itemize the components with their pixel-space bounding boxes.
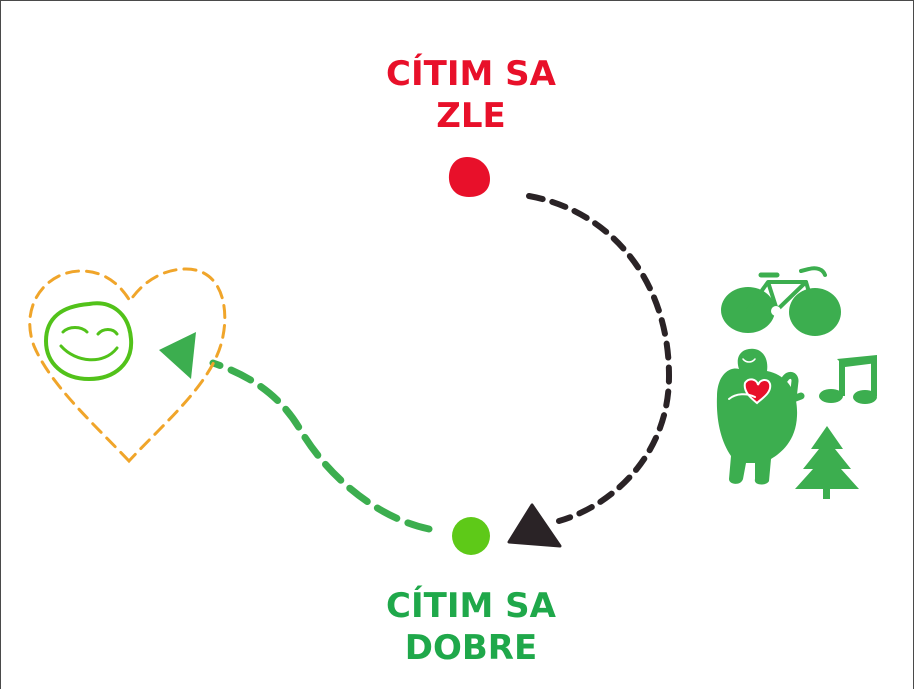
person-hugging-heart-icon [716, 348, 805, 485]
good-state-dot [452, 517, 490, 555]
feeling-good-label: CÍTIM SA DOBRE [341, 585, 601, 669]
feeling-good-line2: DOBRE [404, 628, 538, 668]
feeling-bad-line1: CÍTIM SA [386, 54, 556, 94]
tree-icon [795, 426, 859, 499]
dark-dashed-path [526, 193, 673, 524]
feeling-bad-label: CÍTIM SA ZLE [341, 53, 601, 137]
green-dashed-path [209, 359, 433, 533]
green-arrowhead [159, 332, 196, 379]
music-note-icon [819, 355, 877, 404]
bad-state-dot [448, 157, 490, 197]
dark-arrowhead [507, 503, 562, 548]
bicycle-icon [721, 266, 841, 336]
feeling-good-line1: CÍTIM SA [386, 586, 556, 626]
smiley-face-icon [43, 301, 134, 382]
heart-outline-icon [28, 267, 227, 464]
feeling-bad-line2: ZLE [436, 96, 506, 136]
